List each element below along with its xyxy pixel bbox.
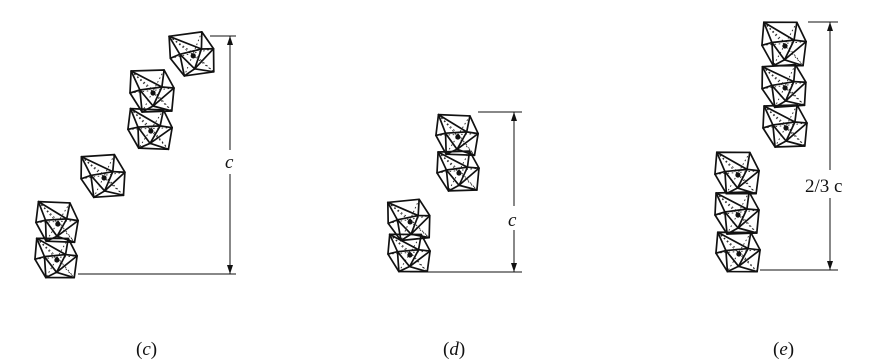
front-face [90,170,114,192]
octahedron [35,200,80,244]
front-face [43,253,67,274]
octahedra-chain-c [34,31,215,279]
hidden-edges [714,191,760,235]
front-face [396,214,420,236]
hidden-edges [762,104,808,148]
front-face [724,208,748,229]
octahedron [80,153,126,199]
dimension-line-e [760,21,838,271]
octahedron [168,31,215,77]
octahedron [129,69,175,113]
dimension-line-c [78,35,236,275]
cation-dot [735,172,741,178]
panel-e: 2/3 c (e) [714,21,842,360]
front-face [724,168,748,189]
octahedron [762,104,808,148]
dimension-label-c: c [225,152,234,173]
cation-dot [407,252,413,258]
cation-dot [782,43,788,49]
cation-dot [456,170,462,176]
hidden-edges [761,21,807,66]
cation-dot [101,175,107,181]
hidden-edges [715,231,761,272]
panel-caption-d: (d) [443,339,465,360]
octahedra-chain-e [714,21,808,273]
front-face [44,218,68,238]
panel-caption-c: (c) [136,339,157,360]
hidden-edges [81,154,125,198]
cation-dot [150,90,156,96]
front-face [771,80,795,102]
panel-d: c (d) [386,111,522,360]
hidden-edges [127,108,173,150]
cation-dot [54,257,60,263]
octahedron [761,63,807,109]
octahedron [714,191,760,235]
panel-caption-e: (e) [773,339,794,360]
front-face [771,39,795,61]
hidden-edges [129,69,175,113]
dimension-label-d: c [508,210,517,231]
front-face [445,166,469,187]
octahedron [435,113,480,157]
cation-dot [455,134,461,140]
octahedron [386,198,431,242]
front-face [396,248,420,268]
cation-dot [148,128,154,134]
octahedron [436,150,480,192]
octahedron [715,231,761,273]
front-face [137,125,161,145]
octahedron [761,21,807,67]
octahedron [127,107,173,151]
cation-dot [407,219,413,225]
cation-dot [736,251,742,257]
panel-c: c (c) [34,31,236,360]
hidden-edges [168,31,215,77]
hidden-edges [714,151,760,194]
cation-dot [783,125,789,131]
cation-dot [55,221,61,227]
front-face [179,48,203,70]
octahedron [34,237,78,279]
front-face [139,86,163,107]
octahedra-chain-d [386,113,480,273]
front-face [772,121,796,142]
front-face [444,131,468,151]
dimension-line-d [410,111,522,273]
cation-dot [782,85,788,91]
octahedron [714,151,760,195]
cation-dot [190,53,196,59]
hidden-edges [762,64,806,108]
dimension-label-e: 2/3 c [805,176,842,197]
cation-dot [735,212,741,218]
front-face [725,247,749,268]
